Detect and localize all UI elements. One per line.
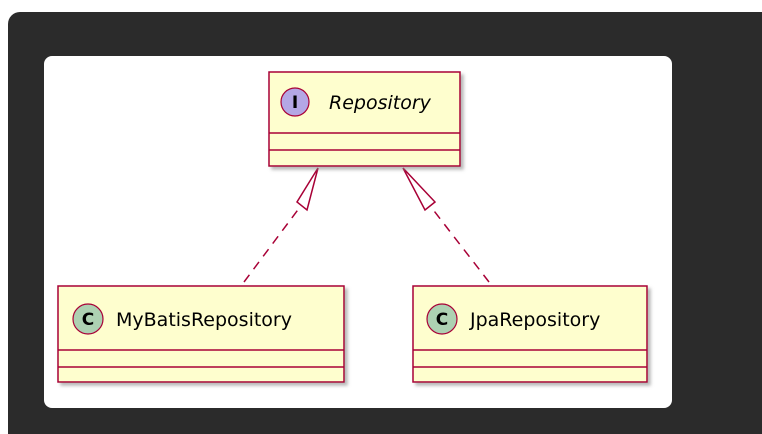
class-badge-icon <box>72 303 104 335</box>
realization-jpa-to-repository <box>402 167 490 283</box>
class-badge-letter: C <box>436 310 448 330</box>
class-name: MyBatisRepository <box>116 309 292 331</box>
class-body <box>412 285 648 383</box>
class-box-jpa-repository[interactable]: C JpaRepository <box>412 285 648 383</box>
interface-badge-letter: I <box>292 93 298 113</box>
class-name: JpaRepository <box>469 309 600 331</box>
interface-box-repository[interactable]: I Repository <box>268 71 461 167</box>
interface-name: Repository <box>329 92 432 114</box>
dashed-line <box>243 206 301 283</box>
class-body <box>268 71 461 167</box>
hollow-triangle-arrowhead <box>296 167 319 212</box>
dashed-line <box>430 206 490 283</box>
class-body <box>57 285 345 383</box>
class-badge-letter: C <box>82 310 94 330</box>
realization-mybatis-to-repository <box>243 167 319 283</box>
class-badge-icon <box>426 303 458 335</box>
interface-badge-icon <box>280 87 310 117</box>
class-box-mybatis-repository[interactable]: C MyBatisRepository <box>57 285 345 383</box>
hollow-triangle-arrowhead <box>402 167 437 212</box>
